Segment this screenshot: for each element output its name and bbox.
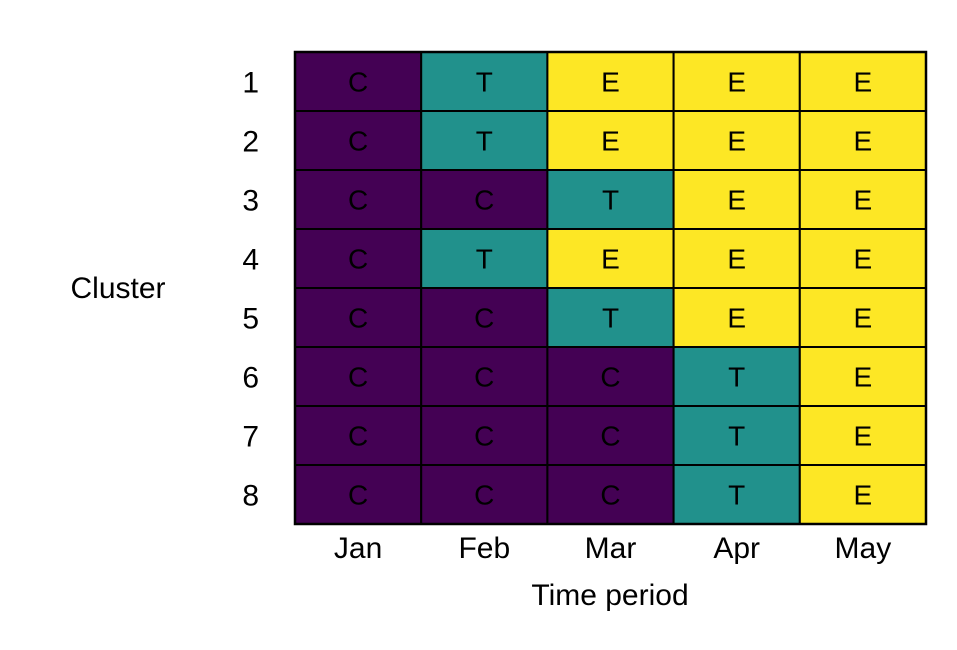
heatmap-cell <box>672 228 801 289</box>
cell-label: C <box>474 362 494 393</box>
cell-label: E <box>727 303 746 334</box>
heatmap-cell <box>546 287 675 348</box>
heatmap-cell <box>672 346 801 407</box>
cell-label: C <box>474 185 494 216</box>
cell-label: C <box>348 67 368 98</box>
heatmap-cell <box>672 169 801 230</box>
cell-label: E <box>727 67 746 98</box>
cell-label: C <box>348 480 368 511</box>
y-tick-label: 1 <box>242 67 259 100</box>
x-tick-label: Feb <box>458 532 510 565</box>
cell-label: T <box>728 362 745 393</box>
cell-label: E <box>854 185 873 216</box>
heatmap-cell <box>798 228 927 289</box>
cell-label: C <box>474 303 494 334</box>
cell-label: T <box>602 303 619 334</box>
x-tick-label: Jan <box>334 532 382 565</box>
heatmap-cell <box>420 287 549 348</box>
heatmap-cell <box>420 464 549 525</box>
y-tick-label: 4 <box>242 244 259 277</box>
y-tick-label: 8 <box>242 480 259 513</box>
cell-label: T <box>476 126 493 157</box>
cell-label: E <box>601 126 620 157</box>
cell-label: C <box>348 303 368 334</box>
heatmap-cell <box>420 169 549 230</box>
heatmap-cell <box>546 110 675 171</box>
cell-label: E <box>727 126 746 157</box>
cell-label: T <box>602 185 619 216</box>
cell-label: E <box>854 303 873 334</box>
y-tick-label: 3 <box>242 185 259 218</box>
heatmap-cell <box>294 405 423 466</box>
heatmap-cell <box>546 346 675 407</box>
heatmap-cell <box>294 287 423 348</box>
y-tick-label: 6 <box>242 362 259 395</box>
cell-label: C <box>348 362 368 393</box>
x-tick-label: Mar <box>585 532 637 565</box>
cell-label: C <box>348 185 368 216</box>
cell-label: C <box>348 244 368 275</box>
cell-label: E <box>854 421 873 452</box>
cell-label: E <box>854 480 873 511</box>
cell-label: E <box>727 185 746 216</box>
heatmap-cell <box>420 346 549 407</box>
heatmap-cell <box>798 110 927 171</box>
cell-label: C <box>600 362 620 393</box>
heatmap-cell <box>420 51 549 112</box>
cell-label: E <box>601 67 620 98</box>
cell-label: C <box>600 480 620 511</box>
heatmap-cell <box>798 464 927 525</box>
cell-label: C <box>600 421 620 452</box>
cell-label: C <box>474 421 494 452</box>
cell-label: E <box>854 244 873 275</box>
cell-label: T <box>476 67 493 98</box>
x-tick-label: May <box>835 532 892 565</box>
heatmap-cells <box>294 51 927 525</box>
heatmap-cell <box>294 464 423 525</box>
y-axis-label: Cluster <box>70 272 165 305</box>
cell-label: E <box>854 67 873 98</box>
cell-label: C <box>474 480 494 511</box>
cell-label: T <box>728 421 745 452</box>
heatmap-cell <box>420 228 549 289</box>
cell-label: E <box>854 126 873 157</box>
cell-label: T <box>476 244 493 275</box>
x-tick-labels: Jan Feb Mar Apr May <box>334 532 891 565</box>
cell-label: C <box>348 126 368 157</box>
x-tick-label: Apr <box>713 532 760 565</box>
cell-label: E <box>727 244 746 275</box>
y-tick-label: 5 <box>242 303 259 336</box>
heatmap-cell <box>546 228 675 289</box>
plot-frame <box>293 50 928 526</box>
cell-label: E <box>854 362 873 393</box>
cell-label: E <box>601 244 620 275</box>
y-tick-label: 7 <box>242 421 259 454</box>
y-tick-label: 2 <box>242 126 259 159</box>
x-axis-label: Time period <box>531 579 688 612</box>
y-tick-labels: 1 2 3 4 5 6 7 8 <box>242 67 259 513</box>
cell-label: T <box>728 480 745 511</box>
cell-label: C <box>348 421 368 452</box>
